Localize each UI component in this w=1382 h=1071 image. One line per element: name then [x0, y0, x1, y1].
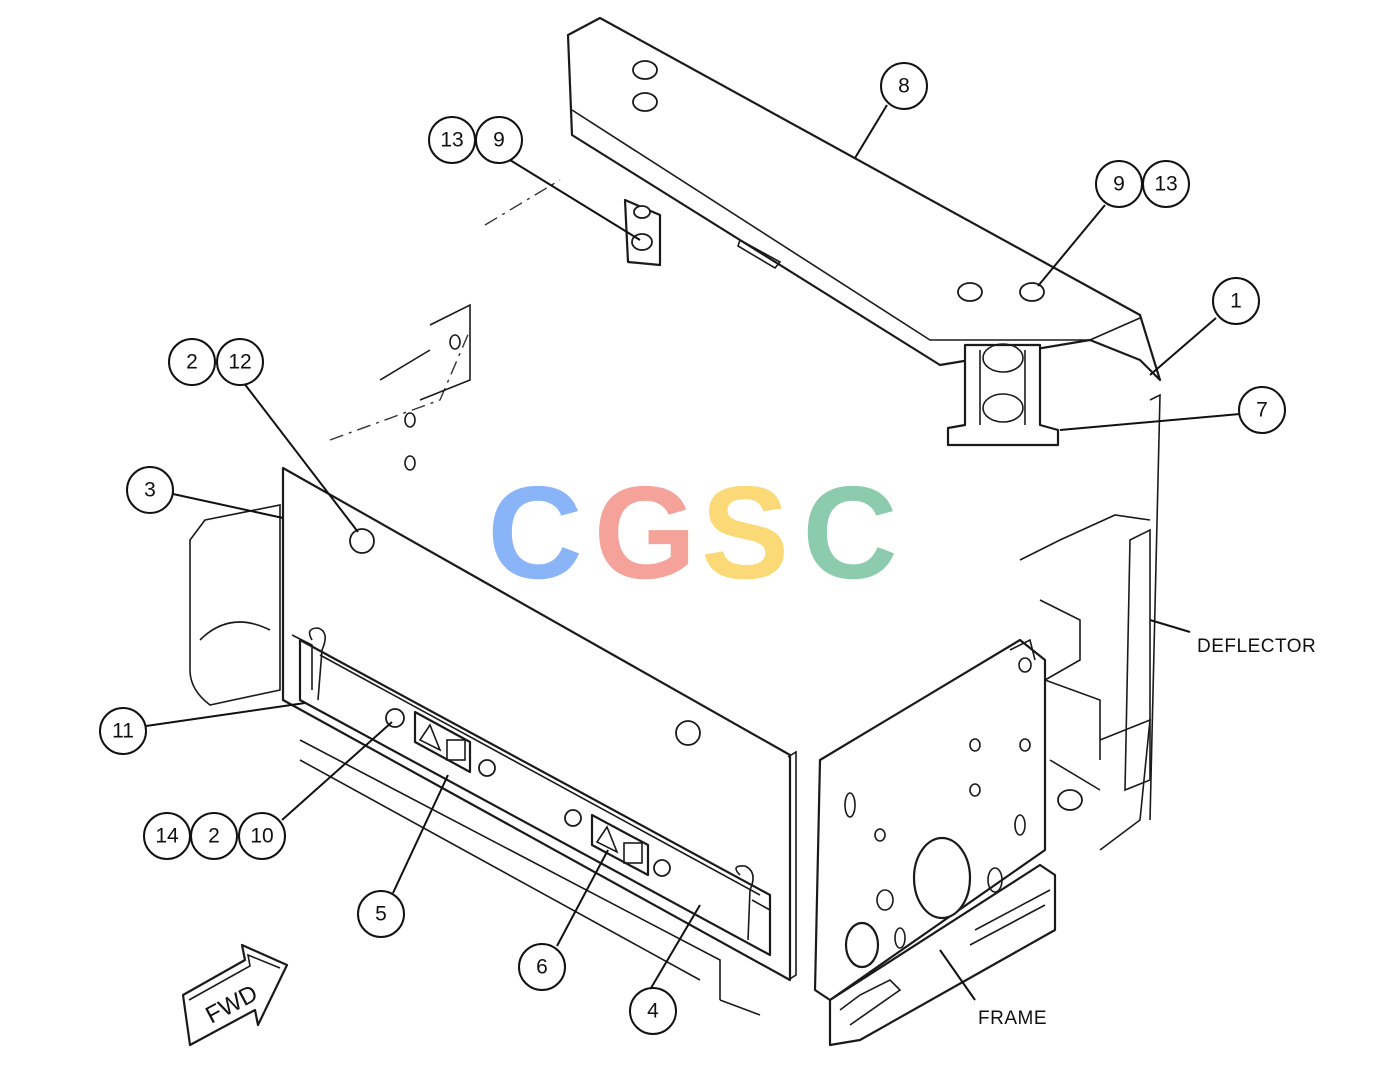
callout-12: 12 [216, 338, 264, 386]
guard-strip [291, 627, 772, 957]
callout-6: 6 [518, 943, 566, 991]
svg-text:13: 13 [440, 129, 463, 152]
svg-text:9: 9 [1113, 173, 1125, 196]
frame-label: FRAME [978, 1008, 1047, 1029]
callout-10: 10 [238, 812, 286, 860]
fwd-arrow: FWD [181, 943, 289, 1047]
svg-text:10: 10 [250, 825, 273, 848]
top-guard [566, 16, 1162, 382]
callout-9-right: 9 [1095, 160, 1143, 208]
callout-9-left: 9 [475, 116, 523, 164]
callout-1: 1 [1212, 277, 1260, 325]
callouts: 1 2 12 3 4 5 6 7 8 9 13 9 13 11 14 2 10 [99, 62, 1286, 1035]
watermark-letter-s: S [701, 459, 789, 606]
mount-bracket [946, 343, 1060, 447]
svg-text:11: 11 [112, 720, 134, 743]
svg-text:4: 4 [647, 1000, 659, 1023]
svg-text:6: 6 [536, 956, 548, 979]
svg-text:14: 14 [155, 825, 179, 848]
chassis-outline [189, 179, 1161, 1016]
frame-plate [813, 638, 1057, 1047]
cgsc-watermark: C G S C [487, 459, 897, 606]
callout-14: 14 [143, 812, 191, 860]
callout-3: 3 [126, 466, 174, 514]
callout-13-right: 13 [1142, 160, 1190, 208]
callout-8: 8 [880, 62, 928, 110]
callout-2: 2 [168, 338, 216, 386]
callout-5: 5 [357, 890, 405, 938]
svg-text:2: 2 [186, 351, 198, 374]
svg-text:13: 13 [1154, 173, 1177, 196]
svg-text:12: 12 [228, 351, 251, 374]
deflector-label: DEFLECTOR [1197, 636, 1316, 657]
callout-2-lower: 2 [190, 812, 238, 860]
svg-text:7: 7 [1256, 399, 1268, 422]
svg-text:8: 8 [898, 75, 910, 98]
svg-text:3: 3 [144, 479, 156, 502]
callout-7: 7 [1238, 386, 1286, 434]
callout-11: 11 [99, 707, 147, 755]
svg-text:5: 5 [375, 903, 387, 926]
watermark-letter-c1: C [487, 459, 582, 606]
callout-13-left: 13 [428, 116, 476, 164]
leader-lines [145, 104, 1241, 1001]
svg-text:2: 2 [208, 825, 220, 848]
watermark-letter-c2: C [802, 459, 897, 606]
callout-4: 4 [629, 987, 677, 1035]
svg-text:9: 9 [493, 129, 505, 152]
svg-text:1: 1 [1230, 290, 1242, 313]
watermark-letter-g: G [594, 459, 697, 606]
